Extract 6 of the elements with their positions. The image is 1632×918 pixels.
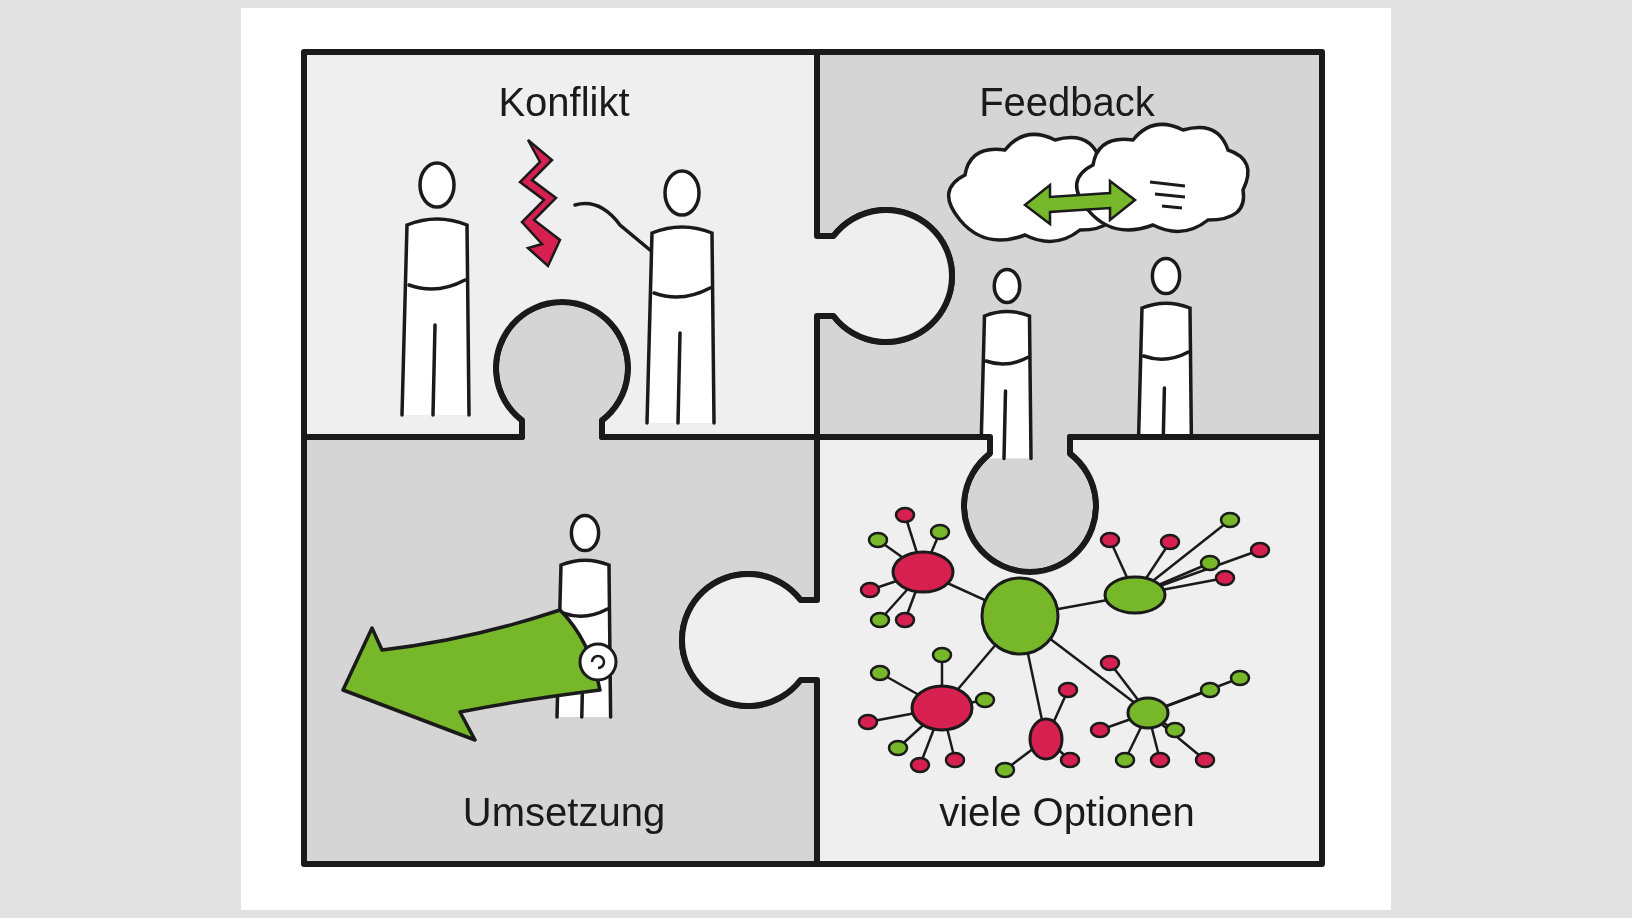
piece-title: Konflikt <box>498 80 630 125</box>
piece-title: Umsetzung <box>462 790 666 835</box>
puzzle-piece <box>682 437 1322 864</box>
piece-title: viele Optionen <box>939 790 1195 835</box>
puzzle-piece <box>304 302 817 864</box>
piece-title: Feedback <box>979 80 1155 125</box>
